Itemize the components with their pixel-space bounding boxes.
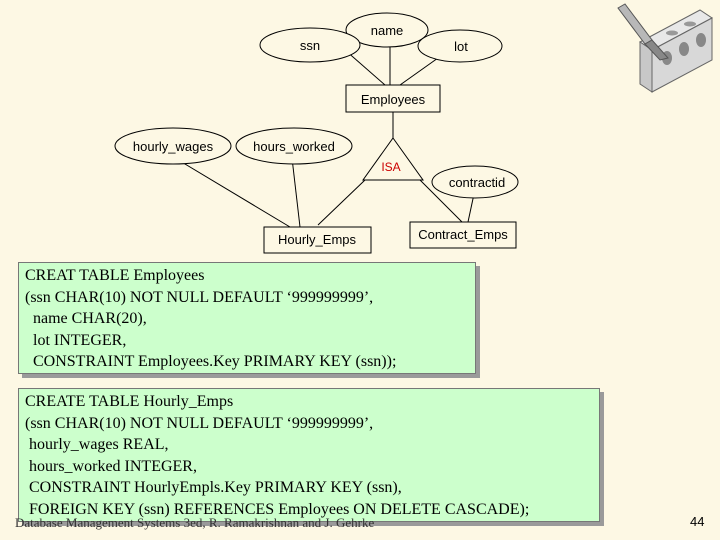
sql-line: name CHAR(20), — [25, 310, 147, 328]
sql-line: (ssn CHAR(10) NOT NULL DEFAULT ‘99999999… — [25, 414, 374, 432]
attr-hours-worked-label: hours_worked — [253, 139, 335, 154]
sql-line: CREAT TABLE Employees — [25, 267, 205, 284]
line-isa-contract — [419, 179, 463, 223]
isa-label: ISA — [381, 160, 400, 174]
line-lot-employees — [399, 57, 439, 86]
sql-line: CONSTRAINT Employees.Key PRIMARY KEY (ss… — [25, 353, 397, 371]
entity-hourly-emps-rect — [263, 226, 372, 254]
sql-line: (ssn CHAR(10) NOT NULL DEFAULT ‘99999999… — [25, 288, 374, 306]
attr-name-ellipse — [345, 12, 429, 48]
attr-lot-label: lot — [454, 39, 468, 54]
attr-ssn-ellipse — [259, 27, 361, 63]
attr-lot-ellipse — [417, 29, 503, 63]
attr-contractid-label: contractid — [449, 175, 505, 190]
connector-lines — [174, 44, 475, 228]
sql-line: hourly_wages REAL, — [25, 436, 169, 454]
attr-hourly-wages-ellipse — [114, 127, 232, 165]
entity-employees-rect — [345, 84, 441, 113]
entity-contract-emps-rect — [409, 221, 517, 249]
attr-hourly-wages-label: hourly_wages — [133, 139, 214, 154]
entity-hourly-emps-label: Hourly_Emps — [278, 232, 357, 247]
line-hoursworked-hourly — [291, 157, 301, 228]
attr-hours-worked-ellipse — [235, 127, 353, 165]
brick-and-trowel-icon — [617, 3, 713, 93]
sql-line: CREATE TABLE Hourly_Emps — [25, 393, 234, 410]
attr-name-label: name — [371, 23, 404, 38]
isa-triangle — [362, 137, 424, 181]
line-contractid-contract — [467, 193, 475, 223]
page-number: 44 — [690, 514, 705, 529]
entity-employees-label: Employees — [361, 92, 426, 107]
sql-line: FOREIGN KEY (ssn) REFERENCES Employees O… — [25, 500, 530, 518]
line-ssn-employees — [344, 49, 386, 86]
slide-footer: Database Management Systems 3ed, R. Rama… — [15, 515, 375, 530]
attr-ssn-label: ssn — [300, 38, 320, 53]
entity-contract-emps-label: Contract_Emps — [418, 227, 508, 242]
sql-line: CONSTRAINT HourlyEmpls.Key PRIMARY KEY (… — [25, 479, 402, 497]
sql-line: lot INTEGER, — [25, 331, 127, 349]
line-isa-hourly — [317, 179, 366, 226]
sql-hourly-emps-box: CREATE TABLE Hourly_Emps (ssn CHAR(10) N… — [18, 388, 600, 522]
line-hourlywages-hourly — [174, 157, 291, 228]
attr-contractid-ellipse — [431, 165, 519, 199]
sql-line: hours_worked INTEGER, — [25, 457, 197, 475]
sql-employees-box: CREAT TABLE Employees (ssn CHAR(10) NOT … — [18, 262, 476, 374]
